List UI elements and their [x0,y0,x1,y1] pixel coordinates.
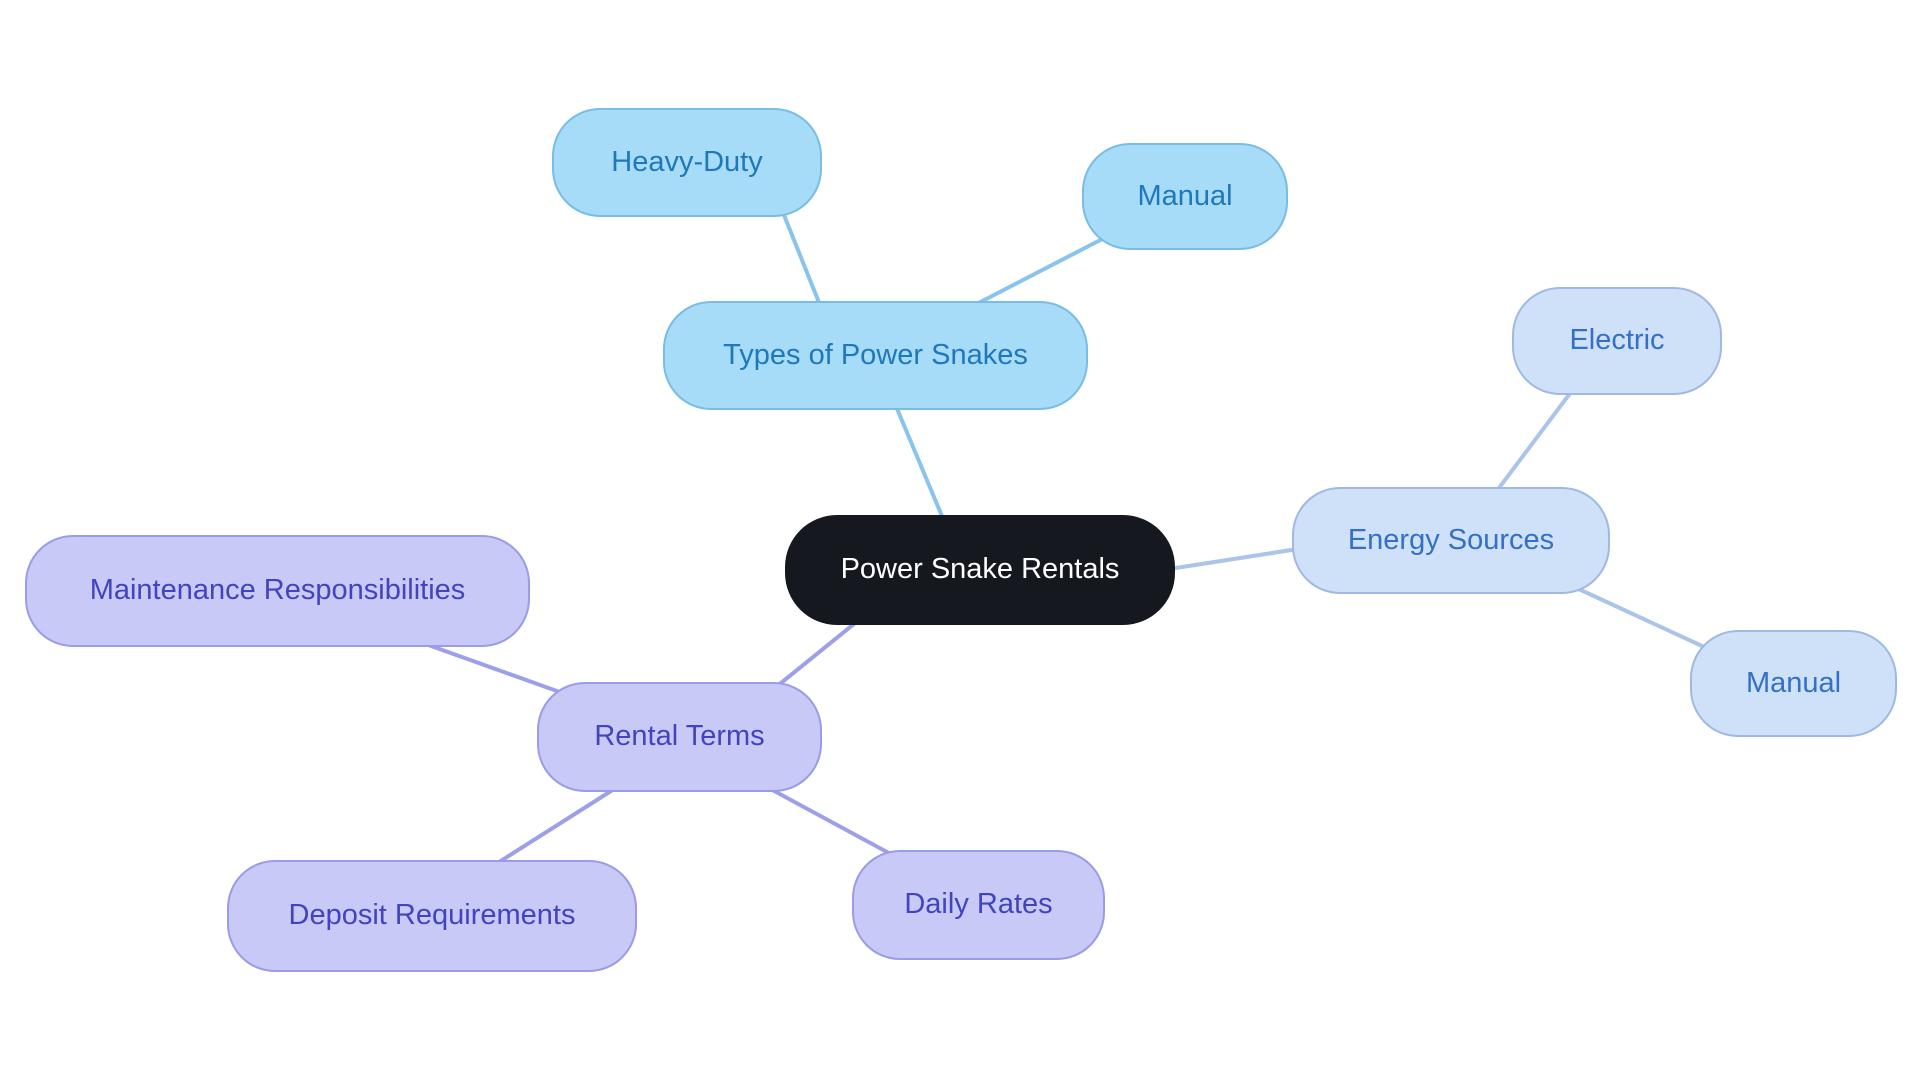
node-maintenance-responsibilities[interactable]: Maintenance Responsibilities [25,535,530,647]
node-label: Types of Power Snakes [723,338,1028,371]
node-label: Deposit Requirements [288,899,576,932]
node-label: Heavy-Duty [611,145,763,178]
node-label: Daily Rates [904,888,1053,921]
node-label: Power Snake Rentals [840,553,1120,586]
node-manual-right[interactable]: Manual [1690,630,1897,737]
node-label: Maintenance Responsibilities [89,574,466,607]
node-rental-terms[interactable]: Rental Terms [537,682,822,792]
node-label: Electric [1569,324,1665,357]
node-daily-rates[interactable]: Daily Rates [852,850,1105,960]
node-label: Manual [1745,666,1842,699]
node-label: Rental Terms [594,720,765,753]
node-electric[interactable]: Electric [1512,287,1722,395]
edge-types-to-manual-top [963,233,1112,312]
node-label: Manual [1137,179,1233,212]
node-power-snake-rentals[interactable]: Power Snake Rentals [785,515,1175,625]
node-deposit-requirements[interactable]: Deposit Requirements [227,860,637,972]
node-label: Energy Sources [1347,523,1555,556]
edge-rental-to-deposit [483,777,632,873]
edge-rental-to-daily [763,784,902,861]
edge-energy-to-electric [1488,378,1582,502]
node-energy-sources[interactable]: Energy Sources [1292,487,1610,594]
node-heavy-duty[interactable]: Heavy-Duty [552,108,822,217]
node-types-of-power-snakes[interactable]: Types of Power Snakes [663,301,1088,410]
node-manual-top[interactable]: Manual [1082,143,1288,250]
edge-energy-to-manual-right [1568,583,1717,654]
